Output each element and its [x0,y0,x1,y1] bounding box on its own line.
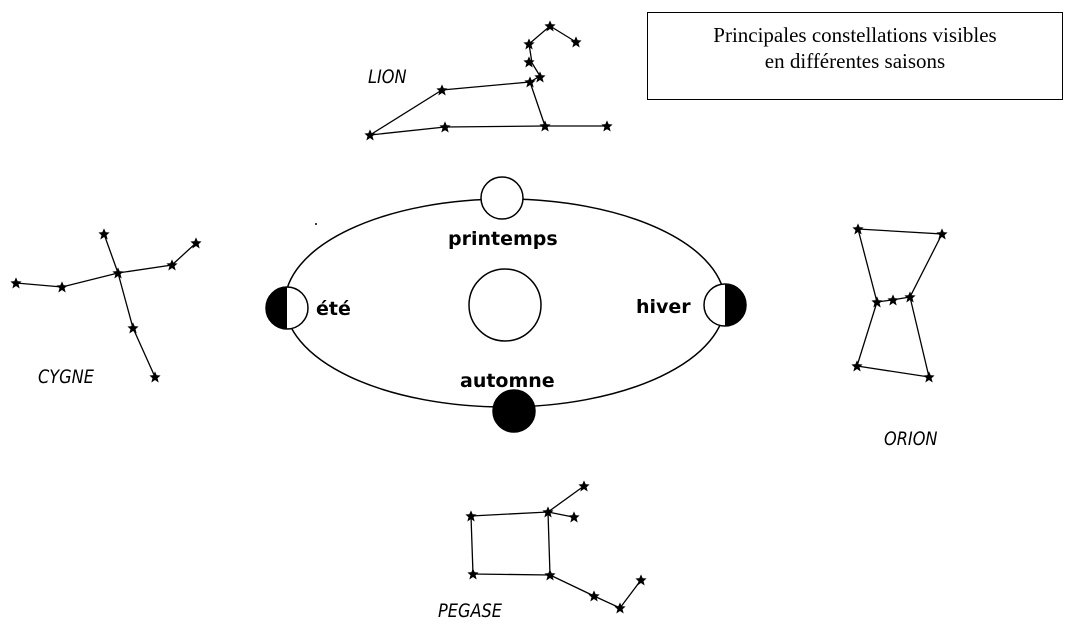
season-ete-label: été [316,298,351,320]
lion-label: LION [368,66,407,88]
lion-constellation [365,21,612,140]
season-hiver-label: hiver [636,296,691,318]
earth-printemps [480,176,524,220]
season-printemps-label: printemps [448,228,558,250]
orion-constellation [852,224,947,382]
title-line-2: en différentes saisons [764,49,946,73]
pegase-label: PEGASE [438,600,502,622]
title-line-1: Principales constellations visibles [713,23,997,47]
cygne-constellation [11,229,201,382]
earth-hiver [703,283,747,327]
earth-automne [492,389,536,433]
pegase-constellation [466,481,646,613]
sun [468,268,542,342]
earth-ete [265,286,309,330]
season-automne-label: automne [460,370,555,392]
orion-label: ORION [884,428,938,450]
diagram-title-box: Principales constellations visibles en d… [647,12,1063,100]
cygne-label: CYGNE [38,366,94,388]
